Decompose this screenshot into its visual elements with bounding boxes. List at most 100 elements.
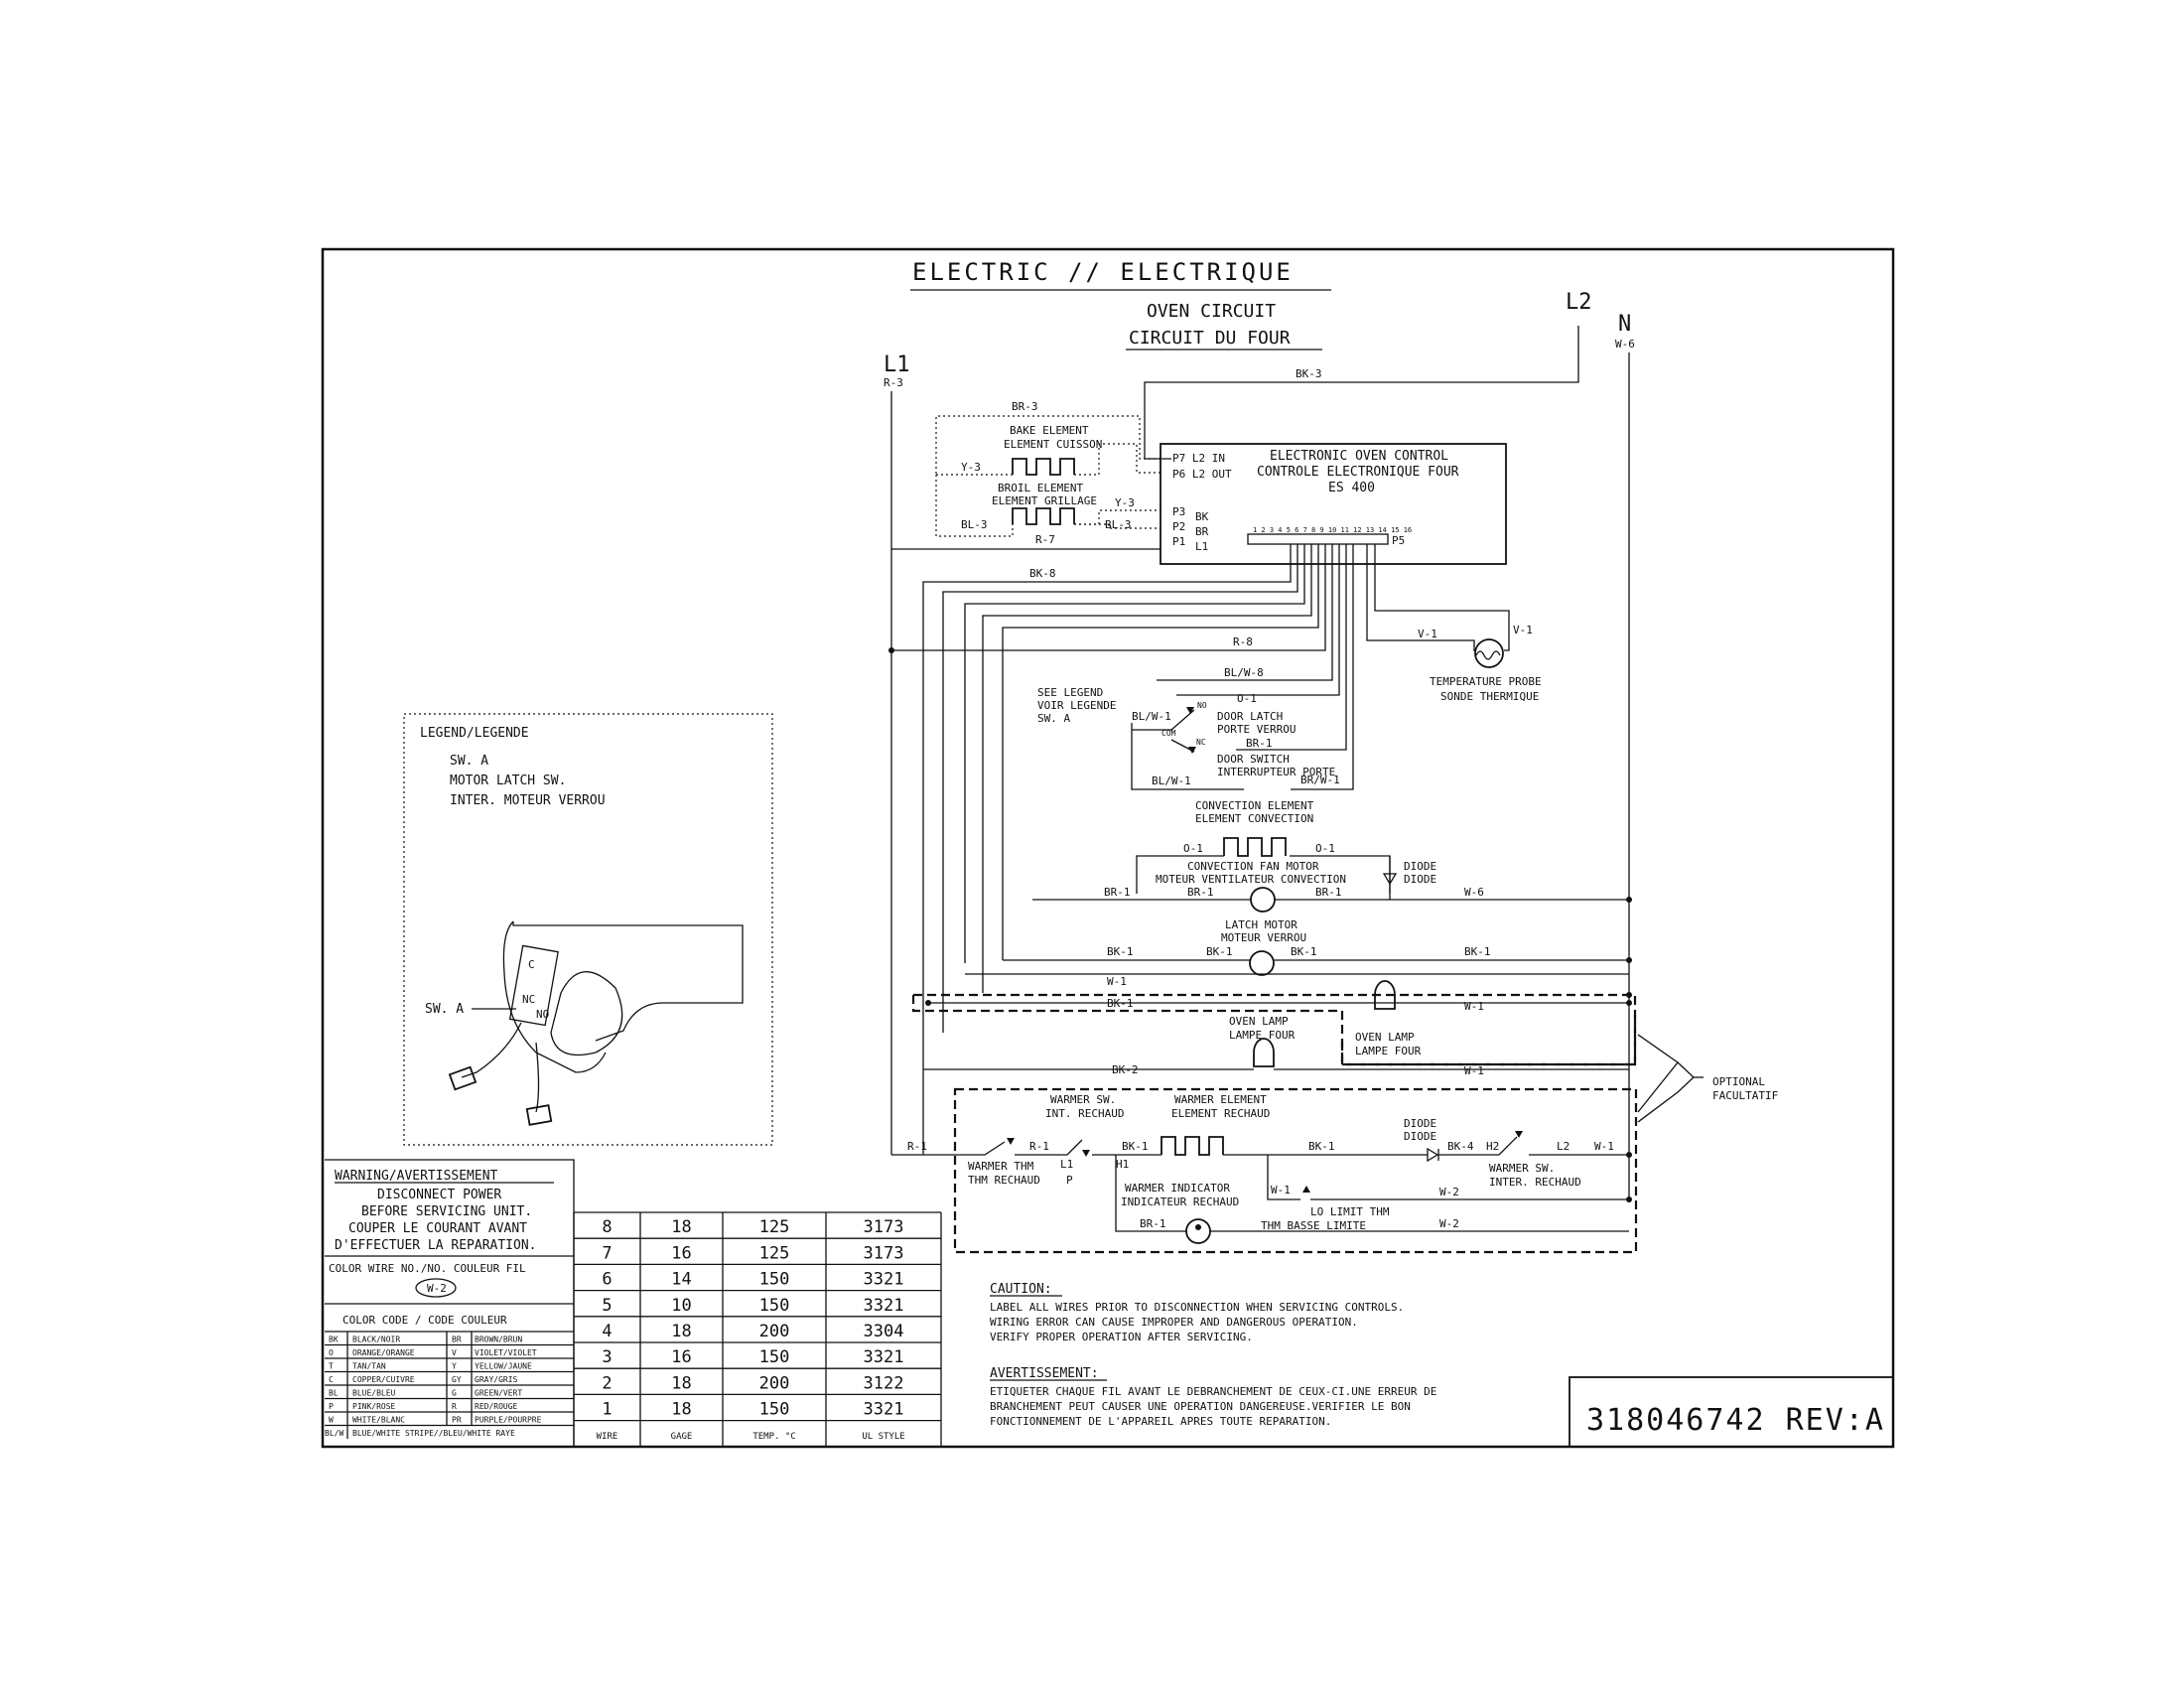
warning-line-1: DISCONNECT POWER bbox=[377, 1188, 501, 1202]
l1-wire-label: R-3 bbox=[884, 376, 903, 389]
oven-lamp-1-label-2: LAMPE FOUR bbox=[1229, 1029, 1296, 1042]
broil-element-wire-left bbox=[935, 475, 1014, 537]
wire-label-bk1-f: BK-1 bbox=[1122, 1140, 1149, 1153]
warmer-sw-label-2: INT. RECHAUD bbox=[1045, 1107, 1124, 1120]
see-legend-1: SEE LEGEND bbox=[1037, 686, 1103, 699]
p5-connector bbox=[1247, 533, 1389, 545]
warmer-thm-contact bbox=[1007, 1138, 1015, 1145]
wire-table-cell: 200 bbox=[759, 1322, 790, 1341]
oven-lamp-2-symbol bbox=[1374, 980, 1396, 1010]
junction bbox=[925, 1000, 931, 1006]
conv-element-label-1: CONVECTION ELEMENT bbox=[1195, 799, 1314, 812]
wire-label-br1-d: BR-1 bbox=[1315, 886, 1342, 899]
diode-1-label-2: DIODE bbox=[1404, 873, 1436, 886]
legend-connector-1 bbox=[448, 1065, 478, 1091]
broil-element-label-1: BROIL ELEMENT bbox=[998, 482, 1083, 494]
conv-element-label-2: ELEMENT CONVECTION bbox=[1195, 812, 1313, 825]
color-code-name: RED/ROUGE bbox=[475, 1402, 518, 1411]
bake-element-label-1: BAKE ELEMENT bbox=[1010, 424, 1089, 437]
n-wire-label: W-6 bbox=[1615, 338, 1635, 351]
wire-label-bk3: BK-3 bbox=[1296, 367, 1322, 380]
bk8-wire bbox=[922, 544, 1292, 1155]
wire-label-o1: O-1 bbox=[1237, 692, 1257, 705]
junction bbox=[1626, 1000, 1632, 1006]
color-code-name: ORANGE/ORANGE bbox=[352, 1348, 415, 1357]
color-code-name: GRAY/GRIS bbox=[475, 1375, 518, 1384]
optional-warmer-box bbox=[953, 1087, 1638, 1254]
wire-label-br3: BR-3 bbox=[1012, 400, 1038, 413]
wire-label-bk2: BK-2 bbox=[1112, 1063, 1139, 1076]
junction bbox=[1626, 1196, 1632, 1202]
probe-label-2: SONDE THERMIQUE bbox=[1440, 690, 1539, 703]
warmer-indicator-label-2: INDICATEUR RECHAUD bbox=[1121, 1196, 1239, 1208]
wire-label-w1-b: W-1 bbox=[1464, 1000, 1484, 1013]
legend-wire-1 bbox=[461, 1022, 522, 1078]
wire-table-cell: 125 bbox=[759, 1217, 790, 1237]
broil-element-symbol bbox=[1012, 507, 1075, 525]
wire-table-cell: 3173 bbox=[864, 1243, 904, 1263]
probe-wire bbox=[1374, 544, 1510, 621]
wire-table-cell: 7 bbox=[602, 1243, 612, 1263]
wire-label-v1-a: V-1 bbox=[1418, 628, 1437, 640]
conv-fan-label-2: MOTEUR VENTILATEUR CONVECTION bbox=[1156, 873, 1346, 886]
wire-table-cell: 18 bbox=[671, 1400, 691, 1420]
conv-fan-motor-symbol bbox=[1250, 887, 1276, 913]
color-code-name: WHITE/BLANC bbox=[352, 1416, 405, 1425]
p5-pin-numbers: 1 2 3 4 5 6 7 8 9 10 11 12 13 14 15 16 bbox=[1253, 526, 1412, 534]
diode-1-symbol bbox=[1382, 873, 1398, 886]
oven-lamp-1-label-1: OVEN LAMP bbox=[1229, 1015, 1289, 1028]
color-code-abbr: V bbox=[452, 1348, 457, 1357]
color-code-abbr: O bbox=[329, 1348, 334, 1357]
color-code-name: PINK/ROSE bbox=[352, 1402, 396, 1411]
terminal-p6: P6 L2 OUT bbox=[1172, 468, 1232, 481]
color-code-abbr: BL bbox=[329, 1389, 339, 1398]
wire-table-cell: 3122 bbox=[864, 1373, 904, 1393]
wire-example-ellipse bbox=[415, 1278, 457, 1298]
wire-table-header: TEMP. °C bbox=[752, 1432, 795, 1442]
electronic-oven-control bbox=[1160, 443, 1507, 565]
warmer-indicator-label-1: WARMER INDICATOR bbox=[1125, 1182, 1230, 1195]
color-code-abbr: PR bbox=[452, 1416, 462, 1425]
wire-table-cell: 125 bbox=[759, 1243, 790, 1263]
wire-table-cell: 10 bbox=[671, 1296, 691, 1316]
wire-label-br1-a: BR-1 bbox=[1246, 737, 1273, 750]
wire-label-blw1-b: BL/W-1 bbox=[1152, 774, 1191, 787]
wire-label-bk1-b: BK-1 bbox=[1206, 945, 1233, 958]
door-latch-label-2: PORTE VERROU bbox=[1217, 723, 1296, 736]
p5-wire-5 bbox=[1002, 544, 1319, 960]
oven-lamp-1-symbol bbox=[1253, 1038, 1275, 1067]
terminal-p2: P2 bbox=[1172, 520, 1185, 533]
probe-coil bbox=[1475, 650, 1501, 660]
wire-label-r1-a: R-1 bbox=[907, 1140, 927, 1153]
optional-label-1: OPTIONAL bbox=[1712, 1075, 1765, 1088]
legend-line-2: MOTOR LATCH SW. bbox=[450, 774, 566, 788]
conv-element-symbol bbox=[1223, 837, 1287, 857]
wire-label-bk8: BK-8 bbox=[1029, 567, 1056, 580]
color-code-name: GREEN/VERT bbox=[475, 1389, 522, 1398]
color-code-title: COLOR CODE / CODE COULEUR bbox=[342, 1314, 507, 1327]
terminal-p1: P1 bbox=[1172, 535, 1185, 548]
wire-label-w2-b: W-2 bbox=[1439, 1186, 1459, 1198]
color-code-name: BLUE/BLEU bbox=[352, 1389, 396, 1398]
junction bbox=[888, 647, 894, 653]
br1-wire-a bbox=[1236, 544, 1347, 751]
warmer-sw-label-1: WARMER SW. bbox=[1050, 1093, 1116, 1106]
mark-l1: L1 bbox=[1060, 1158, 1073, 1171]
bake-element-symbol bbox=[1012, 458, 1075, 476]
latch-motor-label-2: MOTEUR VERROU bbox=[1221, 931, 1306, 944]
wire-table-cell: 4 bbox=[602, 1322, 612, 1341]
legend-mark-no: NO bbox=[536, 1008, 549, 1021]
wire-label-w1-a: W-1 bbox=[1107, 975, 1127, 988]
wire-label-w1-d: W-1 bbox=[1594, 1140, 1614, 1153]
wire-table-cell: 18 bbox=[671, 1322, 691, 1341]
legend-mark-nc: NC bbox=[522, 993, 535, 1006]
probe-label-1: TEMPERATURE PROBE bbox=[1430, 675, 1542, 688]
wire-table-cell: 3321 bbox=[864, 1400, 904, 1420]
wire-label-w1-c: W-1 bbox=[1464, 1064, 1484, 1077]
diode-2-symbol bbox=[1427, 1147, 1439, 1163]
wire-table-cell: 18 bbox=[671, 1217, 691, 1237]
caution-line-2: WIRING ERROR CAN CAUSE IMPROPER AND DANG… bbox=[990, 1316, 1358, 1329]
wire-label-bk4: BK-4 bbox=[1447, 1140, 1474, 1153]
